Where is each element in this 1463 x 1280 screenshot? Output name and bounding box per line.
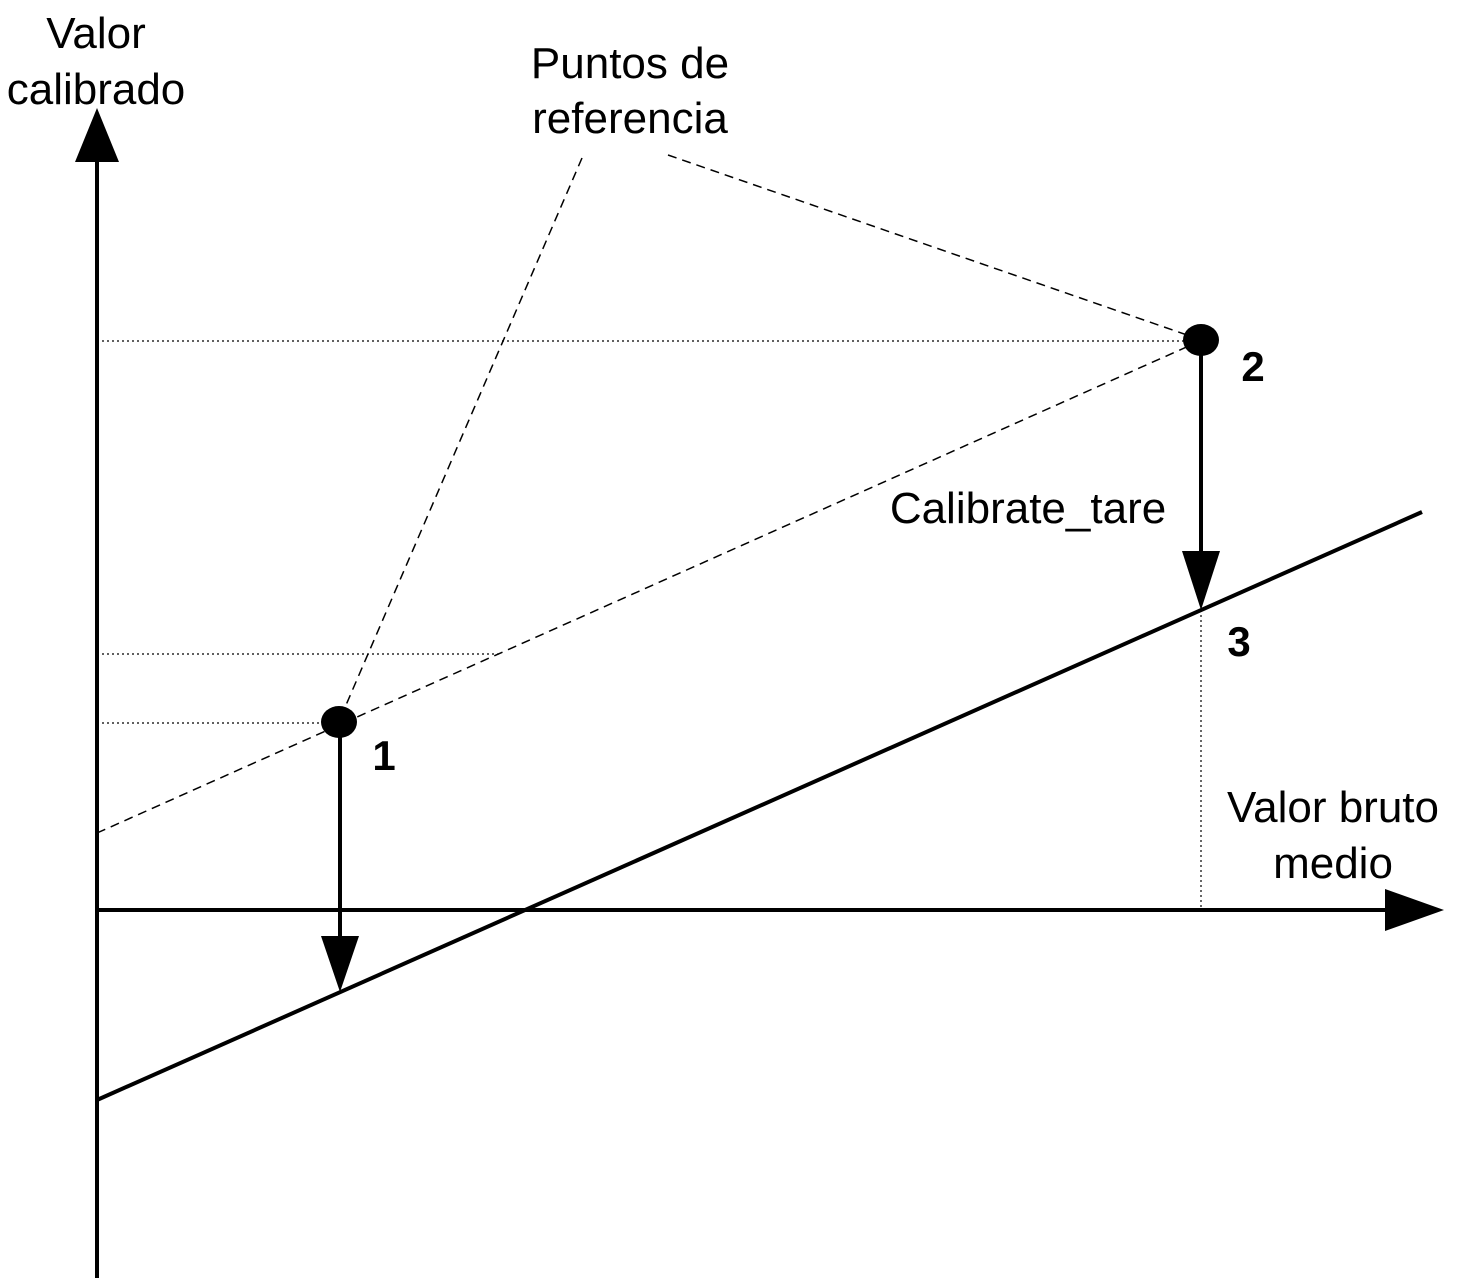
tare-arrow-head-1 <box>321 936 359 992</box>
operation-label: Calibrate_tare <box>890 484 1166 533</box>
point-label-1: 1 <box>372 732 395 779</box>
tare-arrow-head-2 <box>1182 551 1220 610</box>
point-label-2: 2 <box>1241 343 1264 390</box>
callout-leader-point-2 <box>667 154 1191 337</box>
y-axis-label-line2: calibrado <box>7 65 186 114</box>
reference-line-dashed <box>96 340 1201 834</box>
reference-point-1-marker <box>321 706 357 738</box>
x-axis-label-line1: Valor bruto <box>1227 783 1439 832</box>
point-label-3: 3 <box>1227 618 1250 665</box>
callout-leader-point-1 <box>342 157 583 713</box>
x-axis-arrowhead <box>1385 889 1444 931</box>
y-axis-label-line1: Valor <box>46 9 145 58</box>
x-axis-label-line2: medio <box>1273 839 1393 888</box>
reference-point-2-marker <box>1183 324 1219 356</box>
callout-label-line2: referencia <box>532 94 728 143</box>
calibrated-line <box>96 510 1423 1102</box>
y-axis-arrowhead <box>75 108 119 162</box>
callout-label-line1: Puntos de <box>531 39 729 88</box>
